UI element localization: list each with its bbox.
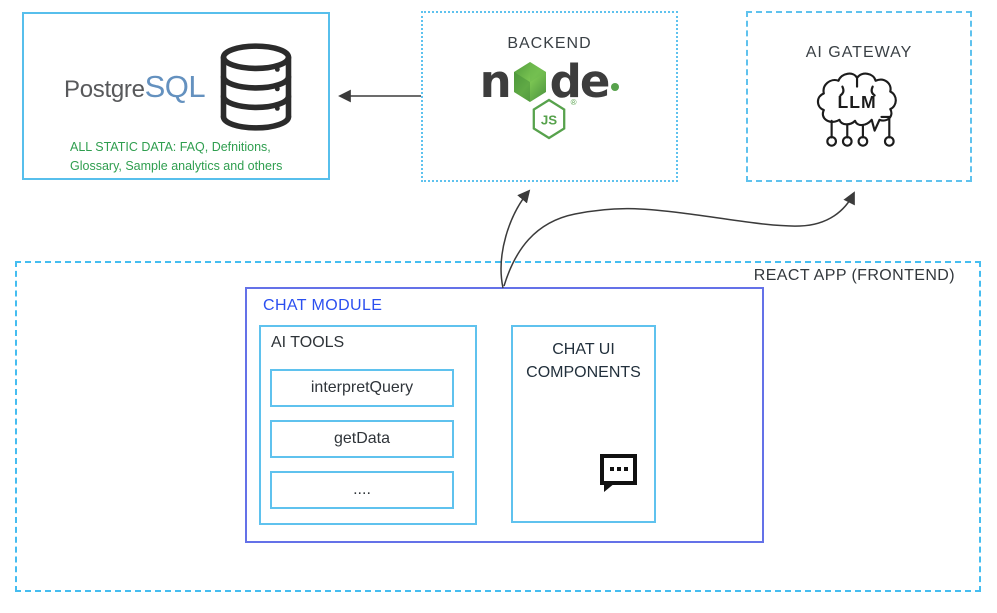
tool-get-data[interactable]: getData <box>270 420 454 458</box>
nodejs-js-badge-icon: JS <box>533 98 566 140</box>
chat-bubble-icon <box>600 454 637 492</box>
database-icon <box>220 43 292 131</box>
react-app-frontend-title: REACT APP (FRONTEND) <box>753 267 955 284</box>
chat-ui-components-container[interactable]: CHAT UI COMPONENTS <box>511 325 656 523</box>
tool-more-placeholder[interactable]: .... <box>270 471 454 509</box>
nodejs-green-dot <box>611 82 620 91</box>
registered-trademark-symbol: ® <box>570 98 577 107</box>
nodejs-hexagon-icon <box>513 61 546 102</box>
ai-tools-title: AI TOOLS <box>271 334 345 351</box>
nodejs-letter-d: d <box>549 55 582 108</box>
nodejs-logo: n d e <box>480 59 620 145</box>
llm-label: LLM <box>838 92 877 112</box>
nodejs-js-label: JS <box>541 113 557 128</box>
ai-tools-container[interactable]: AI TOOLS interpretQuery getData .... <box>259 325 477 525</box>
postgres-brand-blue: SQL <box>144 69 206 104</box>
chat-module-title: CHAT MODULE <box>263 297 383 314</box>
nodejs-letter-n: n <box>479 55 512 108</box>
chat-ui-components-title: CHAT UI COMPONENTS <box>526 341 641 382</box>
ai-gateway-node[interactable]: AI GATEWAY LLM <box>746 11 972 182</box>
postgres-brand-gray: Postgre <box>64 76 145 103</box>
backend-node[interactable]: BACKEND n d e <box>421 11 678 182</box>
ai-gateway-title: AI GATEWAY <box>805 44 913 61</box>
tool-interpret-query[interactable]: interpretQuery <box>270 369 454 407</box>
backend-title: BACKEND <box>507 35 592 52</box>
llm-brain-icon: LLM <box>816 72 897 147</box>
postgres-static-data-note: ALL STATIC DATA: FAQ, Defnitions, Glossa… <box>70 140 283 174</box>
nodejs-letter-e: e <box>579 55 610 108</box>
